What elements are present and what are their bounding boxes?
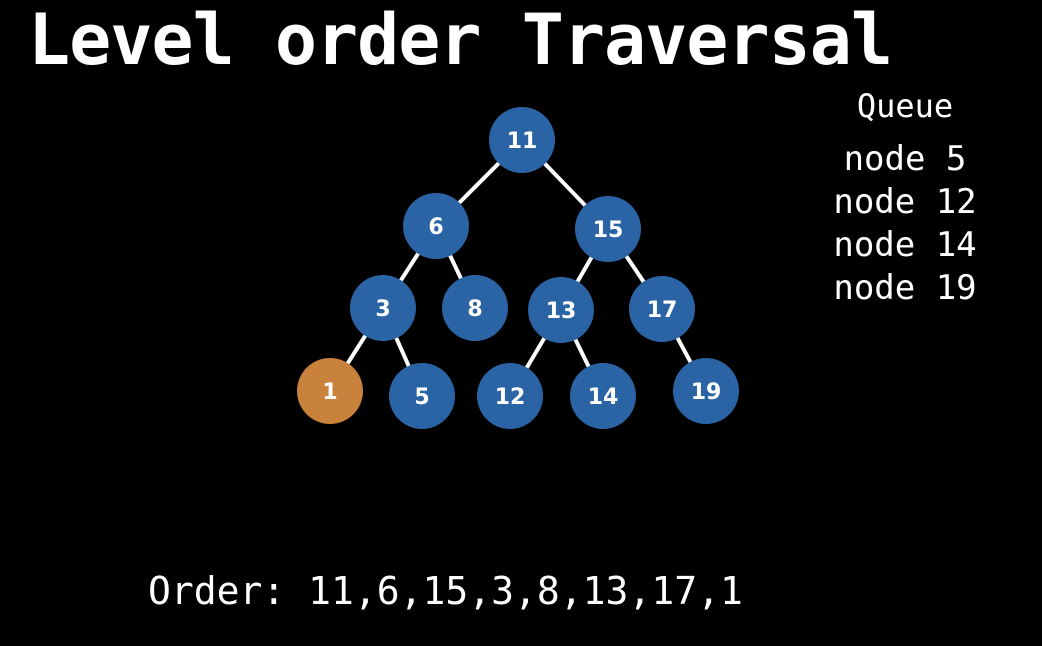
node-circle — [477, 363, 543, 429]
traversal-order: Order: 11,6,15,3,8,13,17,1 — [148, 569, 743, 613]
node-label: 11 — [507, 129, 538, 154]
current-node-circle — [297, 358, 363, 424]
queue-item: node 14 — [833, 225, 977, 265]
node-circle — [629, 276, 695, 342]
tree-node-8: 8 — [442, 275, 508, 341]
node-label: 17 — [647, 298, 678, 323]
node-circle — [570, 363, 636, 429]
tree-node-5: 5 — [389, 363, 455, 429]
node-circle — [489, 107, 555, 173]
queue-item: node 12 — [833, 182, 977, 222]
node-label: 1 — [322, 380, 337, 405]
node-label: 6 — [428, 215, 443, 240]
node-label: 13 — [546, 299, 577, 324]
tree-node-1: 1 — [297, 358, 363, 424]
node-label: 14 — [588, 385, 619, 410]
node-circle — [350, 275, 416, 341]
tree-node-3: 3 — [350, 275, 416, 341]
queue-panel: Queue node 5 node 12 node 14 node 19 — [800, 84, 1010, 310]
node-label: 19 — [691, 380, 722, 405]
tree-node-13: 13 — [528, 277, 594, 343]
node-circle — [442, 275, 508, 341]
node-label: 5 — [414, 385, 429, 410]
node-label: 12 — [495, 385, 526, 410]
node-circle — [528, 277, 594, 343]
node-circle — [389, 363, 455, 429]
tree-node-15: 15 — [575, 196, 641, 262]
tree-node-6: 6 — [403, 193, 469, 259]
tree-node-19: 19 — [673, 358, 739, 424]
node-label: 3 — [375, 297, 390, 322]
slide-title: Level order Traversal — [28, 0, 893, 81]
queue-title: Queue — [856, 87, 954, 125]
node-label: 15 — [593, 218, 624, 243]
node-label: 8 — [467, 297, 482, 322]
tree-node-11: 11 — [489, 107, 555, 173]
queue-item: node 19 — [833, 268, 977, 308]
tree-node-12: 12 — [477, 363, 543, 429]
queue-item: node 5 — [843, 139, 967, 179]
tree-node-14: 14 — [570, 363, 636, 429]
tree-node-17: 17 — [629, 276, 695, 342]
node-circle — [403, 193, 469, 259]
node-circle — [673, 358, 739, 424]
node-circle — [575, 196, 641, 262]
